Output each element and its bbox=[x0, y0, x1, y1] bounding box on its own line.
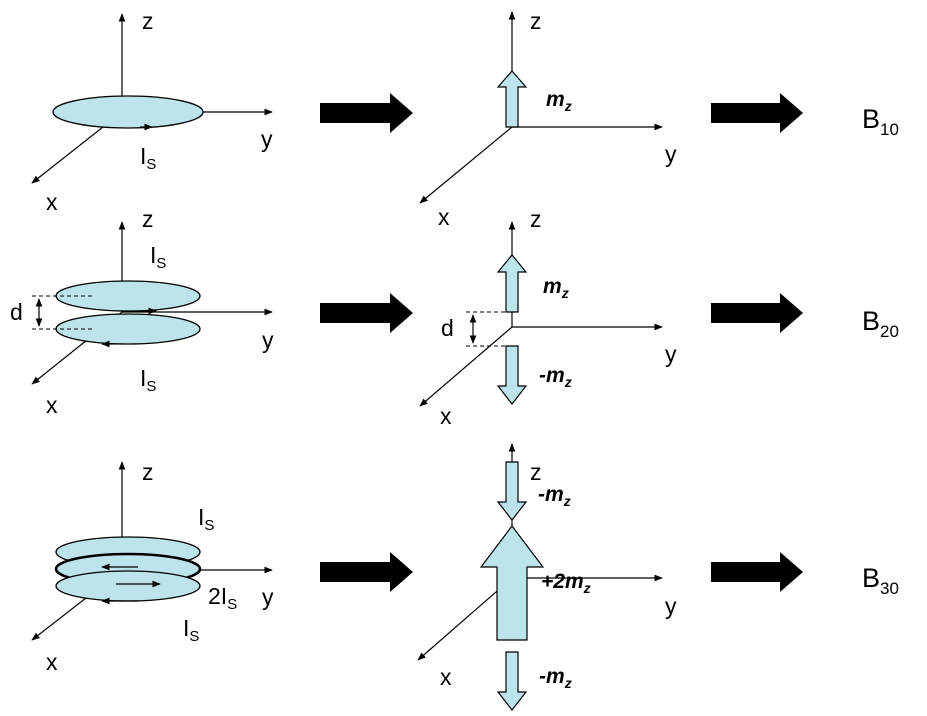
row3-middle-current-label: 2IS bbox=[208, 583, 237, 613]
row2-upper-moment-arrow bbox=[496, 254, 528, 313]
row3-y-label: y bbox=[262, 584, 274, 610]
row1-current-loop bbox=[52, 95, 204, 129]
row2-negative-moment-label: -mz bbox=[539, 364, 572, 390]
row1-z-label-moment: z bbox=[530, 8, 542, 34]
row1-moment-label: mz bbox=[546, 88, 572, 114]
row2-x-label-moment: x bbox=[440, 403, 452, 429]
row3-top-current-label: IS bbox=[198, 504, 214, 534]
row3-y-label-moment: y bbox=[665, 593, 677, 619]
row1-z-label: z bbox=[142, 8, 154, 34]
row1-x-label-moment: x bbox=[438, 204, 450, 230]
row3-z-label: z bbox=[142, 459, 154, 485]
row1-result-arrow bbox=[711, 93, 803, 133]
row3-bottom-current-label: IS bbox=[183, 615, 199, 645]
row2-y-label: y bbox=[262, 327, 274, 353]
row3-result-label: B30 bbox=[862, 563, 899, 598]
row2-upper-current-label: IS bbox=[150, 242, 166, 272]
row2-positive-moment-label: mz bbox=[543, 275, 569, 301]
row3-bottom-negative-moment-label: -mz bbox=[539, 665, 572, 691]
row3-result-arrow bbox=[711, 552, 803, 592]
row2-z-label-moment: z bbox=[530, 206, 542, 232]
row1-result-label: B10 bbox=[862, 104, 899, 139]
row2-y-label-moment: y bbox=[665, 341, 677, 367]
row2-separation-label: d bbox=[10, 299, 23, 325]
row2-moment-separation-label: d bbox=[441, 315, 454, 341]
row3-x-label: x bbox=[46, 649, 58, 675]
row2-z-label: z bbox=[142, 206, 154, 232]
row1-moment-arrow bbox=[496, 70, 528, 128]
row3-top-negative-moment-arrow bbox=[496, 461, 528, 521]
row1-x-label: x bbox=[46, 189, 58, 215]
row1-moment-axes bbox=[419, 11, 663, 204]
row2-x-label: x bbox=[46, 392, 58, 418]
row2-lower-current-label: IS bbox=[140, 365, 156, 395]
row3-bottom-negative-moment-arrow bbox=[496, 651, 528, 711]
row1-y-label-moment: y bbox=[665, 141, 677, 167]
row3-z-label-moment: z bbox=[530, 459, 542, 485]
row3-double-moment-arrow bbox=[479, 525, 545, 641]
row2-result-label: B20 bbox=[862, 306, 899, 341]
row2-result-arrow bbox=[711, 293, 803, 333]
row3-bottom-current-loop bbox=[55, 570, 201, 602]
row3-transform-arrow bbox=[320, 552, 413, 592]
row2-transform-arrow bbox=[320, 293, 413, 333]
row1-y-label: y bbox=[261, 126, 273, 152]
row1-transform-arrow bbox=[320, 93, 413, 133]
row3-x-label-moment: x bbox=[440, 664, 452, 690]
row2-lower-moment-arrow bbox=[496, 345, 528, 405]
row3-top-negative-moment-label: -mz bbox=[538, 483, 571, 509]
row3-double-moment-label: +2mz bbox=[541, 570, 591, 596]
row1-current-label: IS bbox=[140, 143, 156, 173]
